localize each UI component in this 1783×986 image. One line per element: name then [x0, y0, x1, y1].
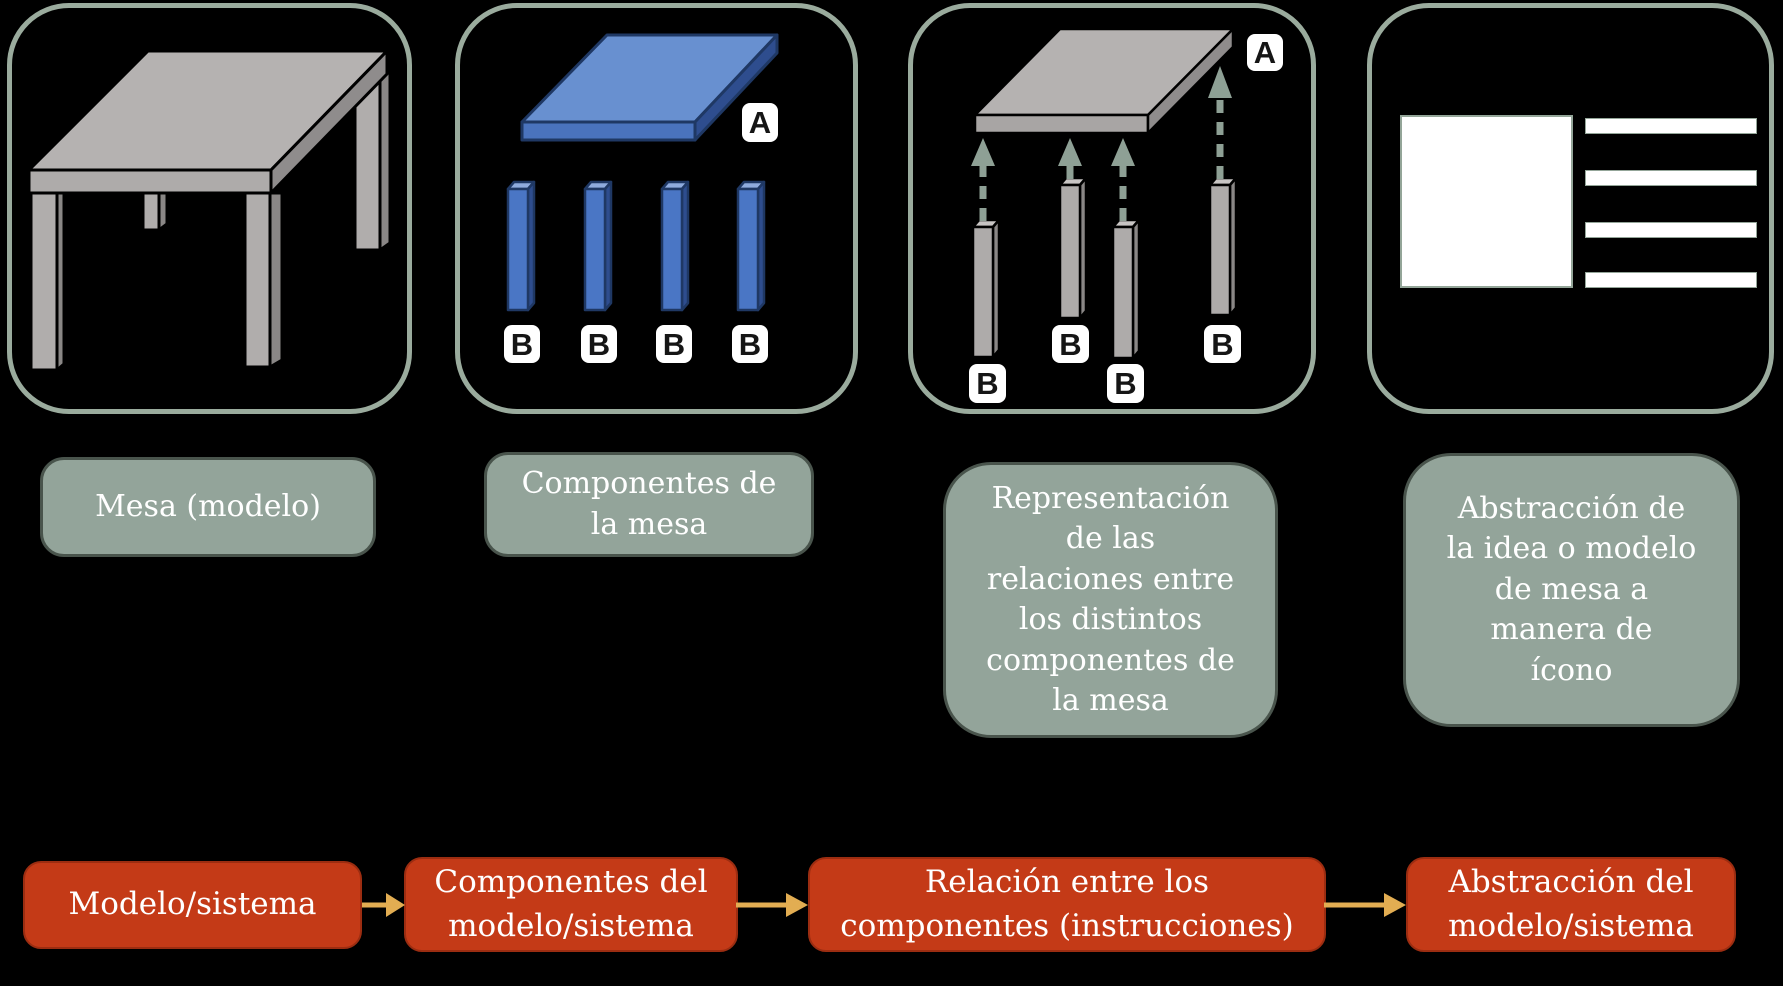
- tag-b: B: [656, 325, 692, 363]
- tag-a: A: [742, 103, 778, 142]
- relations-illustration: [971, 27, 1238, 360]
- tag-b: B: [969, 364, 1006, 403]
- relation-leg: [1058, 176, 1088, 320]
- tag-b: B: [732, 325, 768, 363]
- flow-arrow-icon: [362, 893, 405, 917]
- component-leg: [736, 180, 766, 312]
- tag-b: B: [1204, 325, 1241, 363]
- flow-step-componentes: Componentes del modelo/sistema: [404, 857, 738, 952]
- relation-arrows: [979, 97, 1224, 221]
- relation-leg: [1111, 218, 1141, 360]
- tag-b: B: [1107, 364, 1144, 403]
- flow-arrow-icon: [1324, 893, 1406, 917]
- caption-relaciones: Representación de las relaciones entre l…: [943, 462, 1278, 738]
- relation-arrowheads: [971, 66, 1232, 166]
- relation-leg: [971, 218, 1001, 359]
- table-apron-side: [269, 49, 389, 195]
- slab-front-face: [973, 113, 1150, 135]
- component-leg: [583, 180, 613, 312]
- flow-arrow-icon: [736, 893, 808, 917]
- tag-b: B: [1052, 325, 1089, 363]
- icon-bar: [1585, 222, 1757, 238]
- tag-b: B: [504, 325, 540, 363]
- slab-side-face: [693, 33, 779, 142]
- icon-square: [1400, 115, 1573, 288]
- icon-bar: [1585, 118, 1757, 134]
- slab-side-face: [1146, 27, 1235, 135]
- table-leg-stub: [141, 191, 161, 232]
- flow-step-relacion: Relación entre los componentes (instrucc…: [808, 857, 1326, 952]
- flow-step-abstraccion: Abstracción del modelo/sistema: [1406, 857, 1736, 952]
- component-leg: [660, 180, 690, 312]
- caption-abstraccion: Abstracción de la idea o modelo de mesa …: [1403, 453, 1740, 727]
- caption-mesa-modelo: Mesa (modelo): [40, 457, 376, 557]
- slab-front-face: [520, 120, 697, 142]
- icon-bar: [1585, 170, 1757, 186]
- flow-step-modelo-sistema: Modelo/sistema: [23, 861, 362, 949]
- tag-a: A: [1247, 34, 1283, 71]
- components-illustration: [506, 33, 779, 312]
- relation-leg: [1208, 176, 1238, 317]
- table-apron-front: [27, 168, 273, 195]
- caption-componentes: Componentes de la mesa: [484, 452, 814, 557]
- tag-b: B: [581, 325, 617, 363]
- table-leg-right-side: [268, 191, 284, 369]
- component-leg: [506, 180, 536, 312]
- icon-bar: [1585, 272, 1757, 288]
- table-leg-right: [243, 191, 272, 369]
- table-illustration: [27, 49, 392, 372]
- table-leg-left: [29, 191, 59, 372]
